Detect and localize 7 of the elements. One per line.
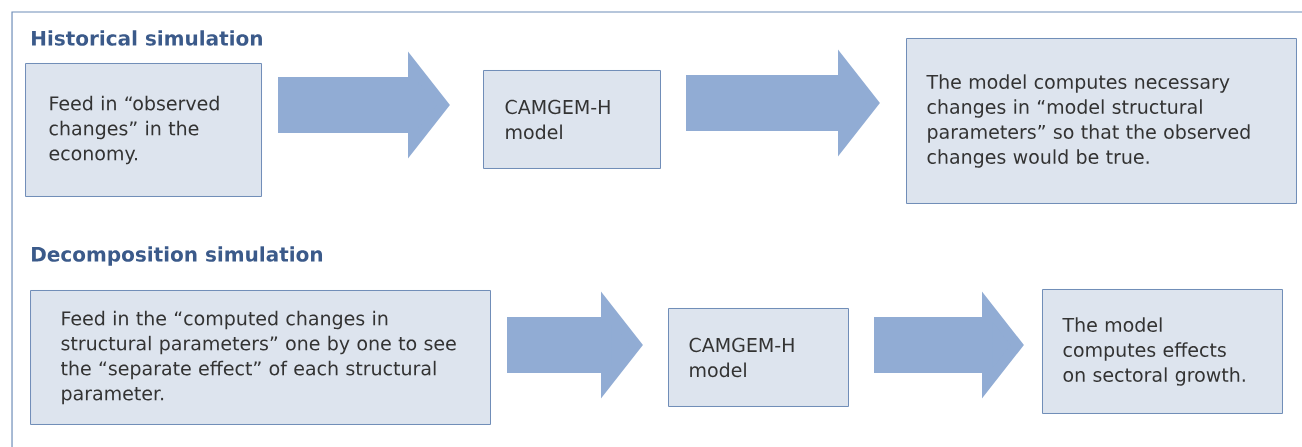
text-box: The model computes necessary changes in “model structural parameters” so that the observed changes would be true. — [906, 38, 1297, 204]
text-box: CAMGEM-H model — [668, 308, 849, 407]
text-box: Feed in “observed changes” in the economy. — [25, 63, 262, 197]
text-box: CAMGEM-H model — [483, 70, 661, 169]
section-heading: Decomposition simulation — [32, 246, 322, 266]
text-box: Feed in the “computed changes in structural parameters” one by one to see the “separate effect” of each structural parameter. — [30, 290, 491, 425]
text-box: The model computes effects on sectoral growth. — [1042, 289, 1283, 414]
